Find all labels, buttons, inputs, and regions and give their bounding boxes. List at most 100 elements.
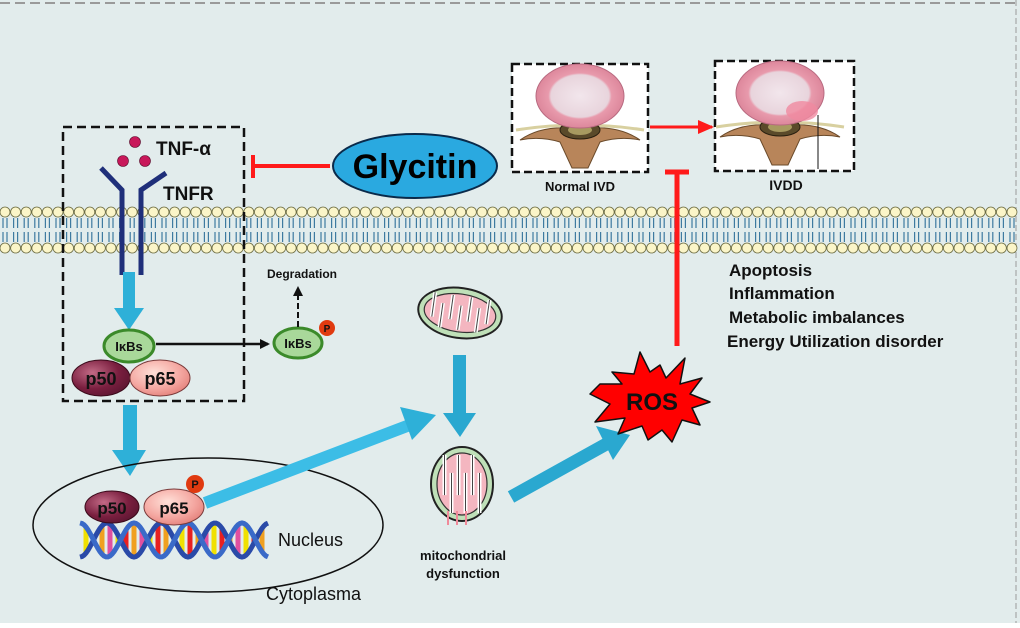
lipid-head <box>625 242 636 254</box>
lipid-tail <box>447 218 453 228</box>
glycitin-label: Glycitin <box>353 148 478 186</box>
lipid-tail <box>839 232 845 242</box>
lipid-head <box>847 242 859 254</box>
lipid-tail <box>278 232 284 242</box>
lipid-head <box>964 206 975 218</box>
lipid-tail <box>490 232 496 242</box>
tnf-alpha-ligand-icon <box>117 136 151 167</box>
lipid-tail <box>97 218 103 228</box>
lipid-head <box>179 206 191 218</box>
lipid-tail <box>415 218 421 228</box>
lipid-head <box>890 206 901 218</box>
lipid-head <box>31 242 43 254</box>
lipid-head <box>370 242 382 254</box>
lipid-head <box>264 206 276 218</box>
lipid-head <box>42 206 53 218</box>
lipid-head <box>837 242 848 254</box>
lipid-tail <box>309 218 315 228</box>
lipid-tail <box>627 232 633 242</box>
lipid-tail <box>871 232 877 242</box>
ivdd-label: IVDD <box>769 177 802 193</box>
lipid-head <box>243 242 255 254</box>
lipid-tail <box>691 218 697 228</box>
mito-damage-arrow-icon <box>443 355 476 437</box>
lipid-tail <box>426 232 432 242</box>
p65-label: p65 <box>144 369 175 389</box>
lipid-tail <box>23 218 29 228</box>
lipid-head <box>805 242 816 254</box>
lipid-tail <box>818 232 824 242</box>
nuclear-p65-label: p65 <box>159 499 188 518</box>
lipid-tail <box>394 232 400 242</box>
lipid-tail <box>373 232 379 242</box>
lipid-head <box>338 242 350 254</box>
lipid-tail <box>521 218 527 228</box>
lipid-head <box>741 242 753 254</box>
lipid-tail <box>161 218 167 228</box>
lipid-head <box>911 206 922 218</box>
lipid-tail <box>341 218 347 228</box>
lipid-head <box>158 206 170 218</box>
lipid-head <box>444 242 456 254</box>
base-pair <box>179 526 185 554</box>
lipid-tail <box>87 218 93 228</box>
lipid-tail <box>235 218 241 228</box>
lipid-tail <box>649 232 655 242</box>
lipid-head <box>879 242 891 254</box>
lipid-tail <box>521 232 527 242</box>
lipid-tail <box>924 232 930 242</box>
lipid-head <box>253 206 265 218</box>
lipid-tail <box>55 218 61 228</box>
outcome-inflammation: Inflammation <box>729 284 835 303</box>
lipid-head <box>890 242 901 254</box>
lipid-tail <box>776 218 782 228</box>
lipid-tail <box>606 218 612 228</box>
lipid-tail <box>914 232 920 242</box>
nuclear-phosphate-icon <box>186 475 204 493</box>
lipid-head <box>508 206 520 218</box>
lipid-head <box>868 242 880 254</box>
lipid-head <box>190 206 202 218</box>
lipid-head <box>572 206 583 218</box>
lipid-tail <box>882 218 888 228</box>
dna-helix-icon <box>79 520 270 560</box>
lipid-tail <box>299 232 305 242</box>
lipid-tail <box>829 218 835 228</box>
lipid-tail <box>564 232 570 242</box>
lipid-tail <box>182 232 188 242</box>
lipid-tail <box>585 232 591 242</box>
lipid-head <box>529 242 541 254</box>
lipid-head <box>900 206 912 218</box>
lipid-head <box>519 206 530 218</box>
lipid-tail <box>850 218 856 228</box>
lipid-head <box>487 242 499 254</box>
lipid-head <box>508 242 520 254</box>
lipid-head <box>95 242 106 254</box>
lipid-head <box>296 242 308 254</box>
lipid-head <box>20 242 32 254</box>
lipid-tail <box>44 232 50 242</box>
lipid-head <box>572 242 583 254</box>
lipid-head <box>275 242 287 254</box>
lipid-tail <box>2 232 8 242</box>
lipid-tail <box>702 218 708 228</box>
lipid-tail <box>66 218 72 228</box>
lipid-tail <box>627 218 633 228</box>
lipid-head <box>412 242 424 254</box>
lipid-tail <box>680 218 686 228</box>
lipid-tail <box>543 232 549 242</box>
cell-membrane <box>0 206 1018 254</box>
lipid-head <box>550 242 562 254</box>
lipid-tail <box>797 218 803 228</box>
lipid-tail <box>13 232 19 242</box>
glycitin-ellipse <box>332 133 498 199</box>
lipid-head <box>423 242 435 254</box>
lipid-head <box>593 242 604 254</box>
base-pair <box>123 529 129 551</box>
lipid-tail <box>511 232 517 242</box>
lipid-head <box>391 242 403 254</box>
lipid-tail <box>203 232 209 242</box>
base-pair <box>155 524 161 556</box>
lipid-head <box>656 206 668 218</box>
